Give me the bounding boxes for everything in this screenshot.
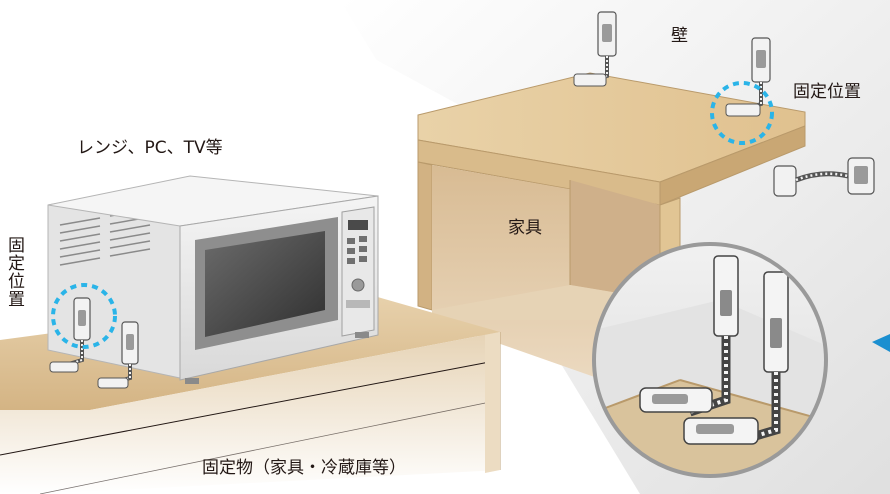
zoom-detail-circle	[592, 242, 828, 478]
dashed-highlight-circle	[51, 283, 117, 349]
fixed-position-left-label: 固定位置	[4, 236, 24, 308]
safety-lock-strap-icon	[49, 297, 91, 373]
safety-lock-strap-icon	[573, 11, 617, 87]
appliances-label: レンジ、PC、TV等	[77, 138, 223, 158]
fixed-position-top-label: 固定位置	[793, 82, 861, 102]
microwave-appliance	[47, 175, 379, 384]
safety-lock-strap-icon	[725, 37, 771, 117]
furniture-label: 家具	[508, 218, 542, 238]
dashed-highlight-circle	[710, 81, 774, 145]
safety-lock-strap-icon	[97, 321, 139, 389]
fixed-object-label: 固定物（家具・冷蔵庫等）	[202, 458, 406, 478]
wall-label: 壁	[671, 26, 688, 46]
safety-lock-strap-icon	[773, 157, 875, 197]
zoom-arrow-icon	[872, 334, 890, 352]
